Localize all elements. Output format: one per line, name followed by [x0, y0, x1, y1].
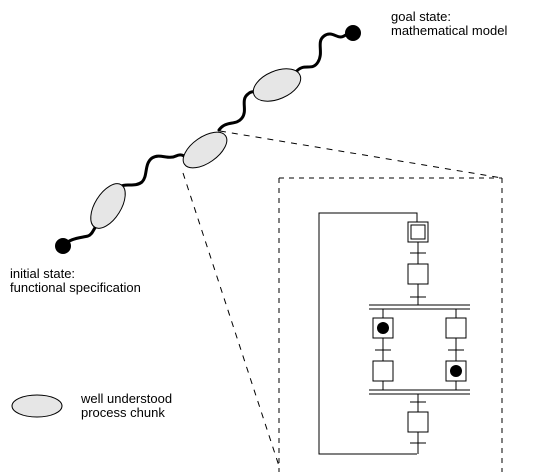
step-final [407, 411, 429, 433]
process-chunk-3 [252, 68, 302, 102]
feedback-loop [318, 212, 418, 455]
initial-state-label: initial state: functional specification [10, 267, 141, 295]
legend-chunk-ellipse [11, 394, 63, 418]
process-net-detail [318, 212, 470, 455]
step-right-1 [445, 317, 467, 339]
token-right [450, 365, 462, 377]
zoom-box [278, 177, 503, 472]
goal-state-line-1: goal state: [391, 9, 451, 24]
zoom-projection-lines [182, 130, 503, 467]
process-chunk-1 [90, 183, 126, 229]
path-chunk-1-to-chunk-2 [115, 153, 196, 190]
zoom-line-bottom [182, 172, 280, 467]
goal-state-line-2: mathematical model [391, 23, 508, 38]
zoom-line-top [219, 130, 503, 179]
initial-state-line-2: functional specification [10, 280, 141, 295]
process-chunks [90, 68, 302, 229]
token-left [377, 322, 389, 334]
step-left-2 [372, 360, 394, 382]
legend-line-1: well understood [81, 391, 173, 406]
goal-state-dot [345, 25, 361, 41]
step-1 [407, 263, 429, 285]
initial-step-inner [410, 224, 426, 240]
initial-state-dot [55, 238, 71, 254]
process-chunk-2 [182, 131, 228, 169]
legend-label: well understood process chunk [81, 392, 172, 420]
initial-state-line-1: initial state: [10, 266, 76, 281]
legend-line-2: process chunk [81, 405, 165, 420]
path-chunk-3-to-goal [294, 31, 355, 74]
goal-state-label: goal state: mathematical model [391, 10, 507, 38]
